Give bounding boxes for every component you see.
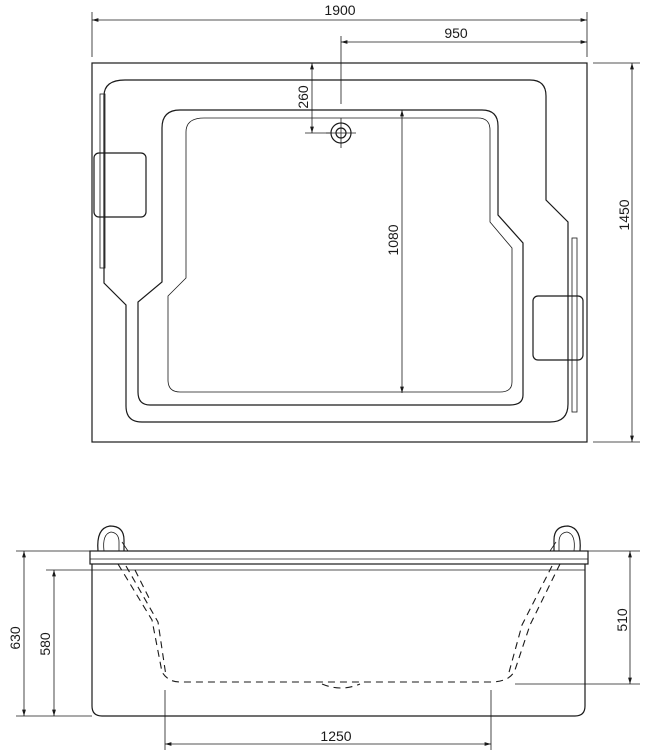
left-headrest <box>93 152 147 218</box>
dim-depth-label: 1450 <box>616 199 632 230</box>
tub-basin-inner <box>167 117 513 393</box>
dim-inner-depth: 510 <box>515 550 640 685</box>
dim-width: 1900 <box>91 2 588 57</box>
dim-half-width: 950 <box>340 25 587 104</box>
right-handle-rail <box>571 237 578 413</box>
left-handle-rail <box>99 93 106 269</box>
dim-drain-offset-label: 260 <box>295 85 311 109</box>
dim-depth: 1450 <box>593 62 640 443</box>
dim-drain-offset: 260 <box>295 63 330 134</box>
dim-inner-depth-label: 510 <box>614 608 630 632</box>
tub-basin <box>137 109 524 406</box>
plan-view: 1900 950 1450 260 1080 <box>91 2 640 443</box>
dim-half-width-label: 950 <box>444 25 468 41</box>
dim-bottom-length-label: 1250 <box>320 728 351 744</box>
basin-hidden-line-inner <box>125 565 167 677</box>
dim-bottom-length: 1250 <box>164 690 492 750</box>
dim-width-label: 1900 <box>324 2 355 18</box>
dim-inner-length: 1080 <box>385 110 404 393</box>
side-view: 630 580 510 1250 <box>7 525 640 750</box>
tub-body <box>91 564 586 717</box>
dim-inner-length-label: 1080 <box>385 224 401 255</box>
dim-total-height-label: 630 <box>7 626 23 650</box>
basin-hidden-line-outer <box>117 563 561 683</box>
drain-icon <box>326 118 356 148</box>
dim-body-height: 580 <box>37 569 92 716</box>
right-headrest <box>532 295 584 361</box>
tub-outer-rim <box>91 62 588 443</box>
left-handle-icon <box>97 525 129 552</box>
right-handle-icon <box>549 525 581 552</box>
tub-top-rim <box>89 550 589 565</box>
dim-body-height-label: 580 <box>37 632 53 656</box>
tub-inner-rim <box>103 79 569 423</box>
